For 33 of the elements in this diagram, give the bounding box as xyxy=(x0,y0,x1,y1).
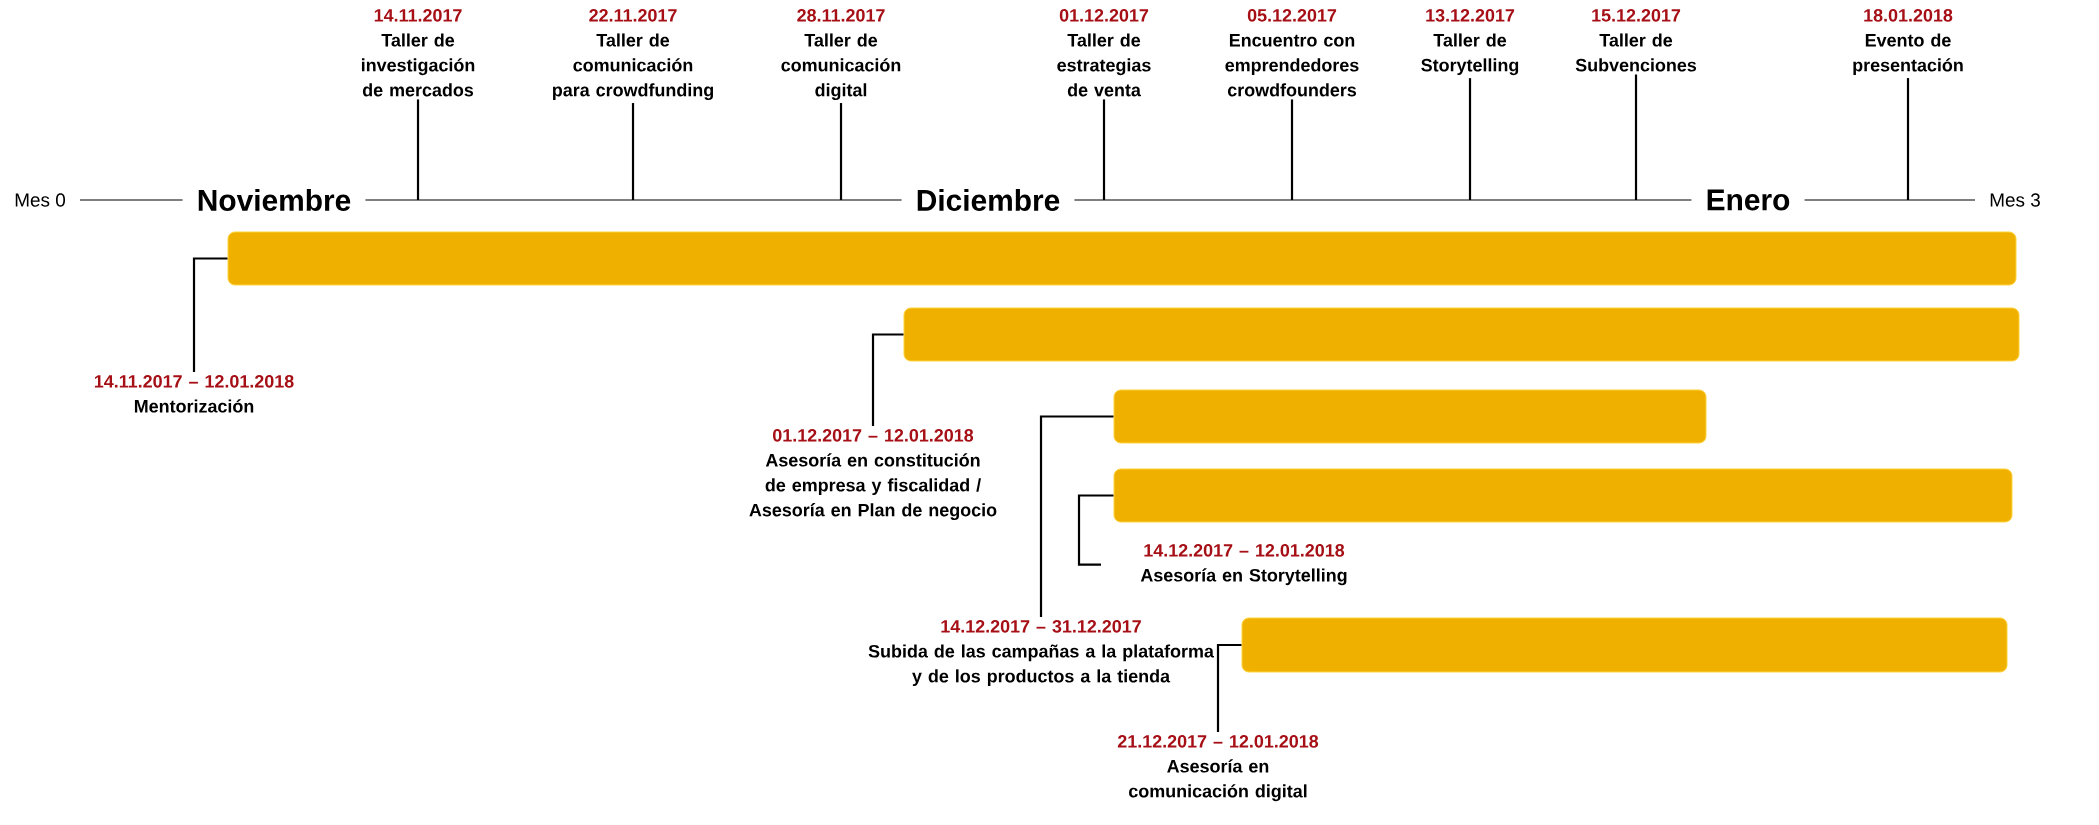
milestone-label: 05.12.2017 Encuentro con emprendedores crowdfounders xyxy=(1225,9,1359,97)
milestone-label: 14.11.2017 Taller de investigación de mercados xyxy=(361,9,475,97)
milestone-label: 01.12.2017 Taller de estrategias de venta xyxy=(1057,9,1151,97)
leader-line xyxy=(192,257,228,372)
activity-label: 14.11.2017 – 12.01.2018 Mentorización xyxy=(94,375,294,413)
activity-label: 01.12.2017 – 12.01.2018 Asesoría en constitución de empresa y fiscalidad / Asesoría en Plan de negocio xyxy=(749,429,997,521)
milestone-tick xyxy=(839,103,843,200)
gantt-bar xyxy=(1113,389,1707,444)
leader-line xyxy=(1039,415,1114,617)
activity-label: 14.12.2017 – 31.12.2017 Subida de las campañas a la plataforma y de los productos a la tienda xyxy=(868,620,1214,687)
milestone-tick xyxy=(1906,78,1910,200)
gantt-bar xyxy=(903,307,2020,362)
milestone-tick xyxy=(416,99,420,200)
gantt-bar xyxy=(1113,468,2013,523)
milestone-label: 15.12.2017 Taller de Subvenciones xyxy=(1575,9,1697,72)
leader-line xyxy=(1216,643,1242,732)
leader-line xyxy=(1077,494,1114,566)
activity-label: 14.12.2017 – 12.01.2018 Asesoría en Storytelling xyxy=(1140,544,1347,586)
gantt-bar xyxy=(227,231,2017,286)
axis-end-label: Mes 0 xyxy=(15,193,65,207)
milestone-label: 22.11.2017 Taller de comunicación para crowdfunding xyxy=(553,9,713,101)
milestone-tick xyxy=(1468,78,1472,200)
gantt-bar xyxy=(1241,617,2008,673)
axis-end-label: Mes 3 xyxy=(1990,193,2040,207)
leader-line xyxy=(871,333,904,426)
milestone-tick xyxy=(1102,99,1106,200)
activity-label: 21.12.2017 – 12.01.2018 Asesoría en comunicación digital xyxy=(1117,735,1319,802)
milestone-tick xyxy=(631,103,635,200)
milestone-tick xyxy=(1634,74,1638,200)
milestone-label: 28.11.2017 Taller de comunicación digital xyxy=(781,9,901,101)
milestone-label: 13.12.2017 Taller de Storytelling xyxy=(1421,9,1519,76)
milestone-tick xyxy=(1290,99,1294,200)
milestone-label: 18.01.2018 Evento de presentación xyxy=(1853,9,1963,76)
